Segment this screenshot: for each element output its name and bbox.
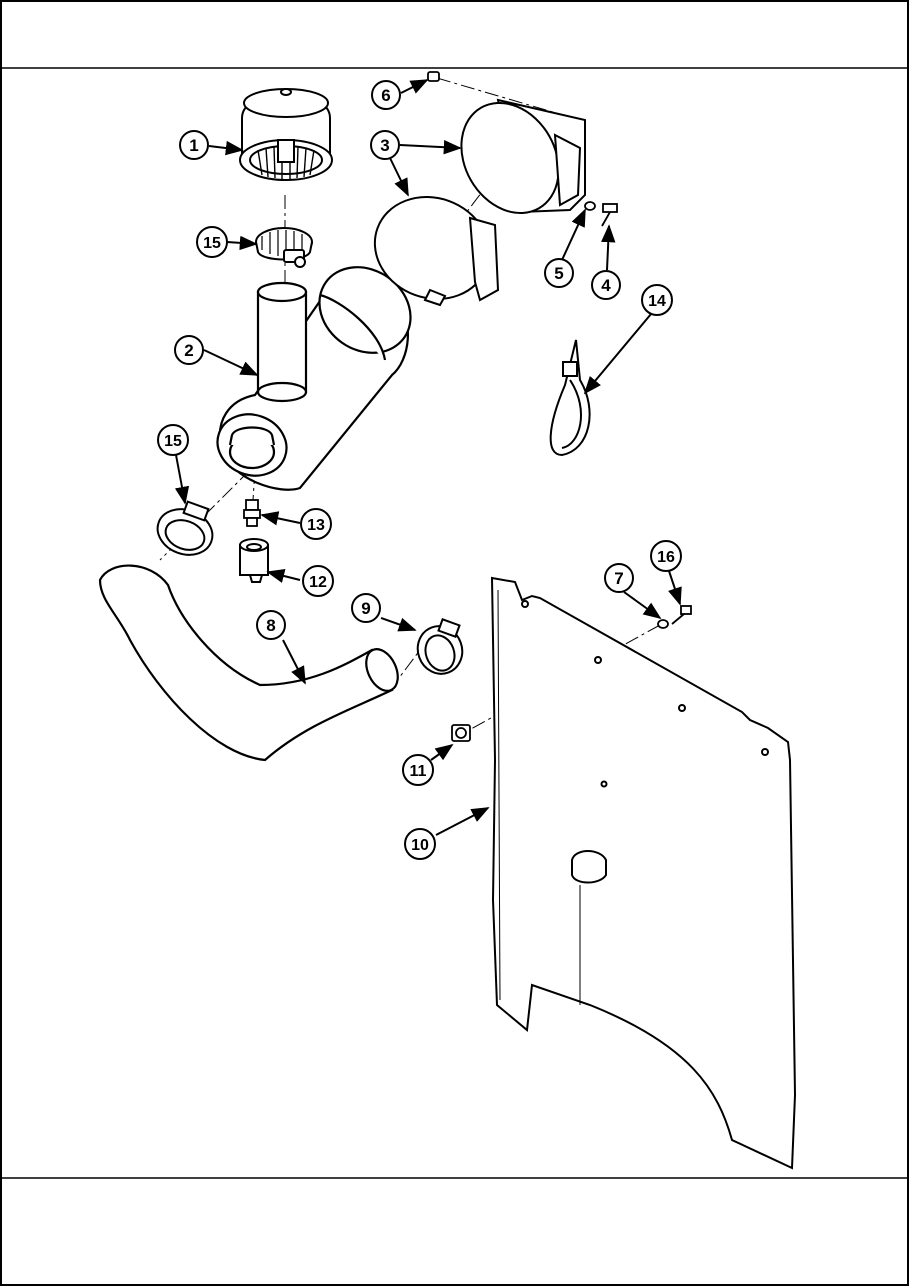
svg-text:4: 4 xyxy=(601,276,611,295)
svg-text:8: 8 xyxy=(266,616,275,635)
svg-text:16: 16 xyxy=(657,549,675,566)
callout-11: 11 xyxy=(402,754,434,786)
access-panel xyxy=(490,576,797,1170)
svg-text:3: 3 xyxy=(380,136,389,155)
svg-text:6: 6 xyxy=(381,86,390,105)
hose-clamp-upper xyxy=(255,227,313,268)
cable-tie xyxy=(549,339,591,457)
hose-clamp-lower xyxy=(156,500,214,556)
hose-clamp-9 xyxy=(416,618,464,675)
callout-15-lower: 15 xyxy=(157,424,189,456)
leader-arrows xyxy=(174,79,682,836)
callout-6: 6 xyxy=(371,80,401,110)
svg-text:13: 13 xyxy=(307,517,325,534)
svg-text:12: 12 xyxy=(309,574,327,591)
callout-1: 1 xyxy=(179,130,209,160)
svg-text:15: 15 xyxy=(164,433,182,450)
svg-text:15: 15 xyxy=(203,235,221,252)
svg-text:1: 1 xyxy=(189,136,198,155)
precleaner-cap xyxy=(239,88,333,181)
svg-text:14: 14 xyxy=(648,293,666,310)
washer-and-bolt xyxy=(657,605,692,629)
callout-10: 10 xyxy=(404,828,436,860)
svg-text:2: 2 xyxy=(184,341,193,360)
svg-text:9: 9 xyxy=(361,599,370,618)
callout-2: 2 xyxy=(174,335,204,365)
dust-valve xyxy=(239,538,269,583)
callout-13: 13 xyxy=(300,508,332,540)
svg-text:11: 11 xyxy=(410,763,427,780)
callout-16: 16 xyxy=(650,540,682,572)
bolt-washer-nut xyxy=(427,71,618,227)
callout-8: 8 xyxy=(256,610,286,640)
callout-9: 9 xyxy=(351,593,381,623)
svg-text:5: 5 xyxy=(554,264,563,283)
callout-4: 4 xyxy=(591,270,621,300)
svg-text:7: 7 xyxy=(614,569,623,588)
cage-nut xyxy=(451,724,471,742)
callout-7: 7 xyxy=(604,563,634,593)
mounting-bands xyxy=(373,98,586,307)
callout-5: 5 xyxy=(544,258,574,288)
air-filter-housing xyxy=(216,266,412,491)
callout-3: 3 xyxy=(370,130,400,160)
callout-15-upper: 15 xyxy=(196,226,228,258)
callout-14: 14 xyxy=(641,284,673,316)
intake-hose xyxy=(98,564,399,762)
fitting xyxy=(243,499,261,527)
callout-12: 12 xyxy=(302,565,334,597)
svg-text:10: 10 xyxy=(411,837,429,854)
